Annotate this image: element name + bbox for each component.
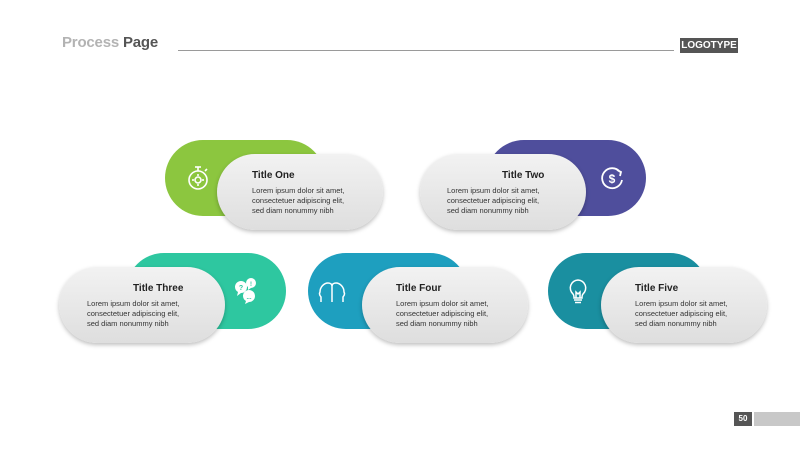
card-five-body-line: consectetuer adipiscing elit, [635, 309, 728, 318]
card-five-body-line: Lorem ipsum dolor sit amet, [635, 299, 728, 308]
card-five-body-line: sed diam nonummy nibh [635, 319, 717, 328]
card-five-title: Title Five [635, 283, 679, 294]
dollar-cycle-icon: $ [601, 167, 623, 190]
card-four-title: Title Four [396, 283, 442, 294]
card-one-body-line: Lorem ipsum dolor sit amet, [252, 186, 345, 195]
card-one-body-line: sed diam nonummy nibh [252, 206, 334, 215]
card-two-title: Title Two [502, 170, 545, 181]
card-three-body-line: sed diam nonummy nibh [87, 319, 169, 328]
card-three-title: Title Three [133, 283, 184, 294]
page-title: Process Page [62, 34, 158, 51]
card-two [420, 154, 586, 230]
card-three-body: Lorem ipsum dolor sit amet, consectetuer… [87, 299, 207, 329]
card-one [217, 154, 383, 230]
lightbulb-icon [569, 279, 587, 304]
card-three-body-line: Lorem ipsum dolor sit amet, [87, 299, 180, 308]
card-four-body-line: sed diam nonummy nibh [396, 319, 478, 328]
card-two-body-line: sed diam nonummy nibh [447, 206, 529, 215]
card-three-body-line: consectetuer adipiscing elit, [87, 309, 180, 318]
logo: LOGOTYPE [680, 38, 738, 53]
svg-text:!: ! [250, 282, 252, 288]
card-five [601, 267, 767, 343]
two-heads-icon [318, 282, 346, 302]
card-four-body-line: Lorem ipsum dolor sit amet, [396, 299, 489, 308]
stopwatch-gear-icon [188, 166, 208, 190]
speech-bubbles-icon: ? ! ... [235, 278, 256, 304]
card-two-body: Lorem ipsum dolor sit amet, consectetuer… [447, 186, 567, 216]
page-title-prefix: Process [62, 34, 119, 51]
svg-text:?: ? [239, 285, 243, 292]
card-two-body-line: Lorem ipsum dolor sit amet, [447, 186, 540, 195]
page-number-bar [754, 412, 800, 426]
svg-text:$: $ [609, 172, 616, 186]
card-four [362, 267, 528, 343]
page-title-accent: Page [122, 34, 159, 51]
svg-text:...: ... [246, 295, 251, 301]
card-five-body: Lorem ipsum dolor sit amet, consectetuer… [635, 299, 755, 329]
page-number: 50 [734, 412, 752, 426]
header-divider [178, 50, 674, 51]
card-four-body: Lorem ipsum dolor sit amet, consectetuer… [396, 299, 516, 329]
card-one-title: Title One [252, 170, 295, 181]
card-three [59, 267, 225, 343]
card-one-body-line: consectetuer adipiscing elit, [252, 196, 345, 205]
card-two-body-line: consectetuer adipiscing elit, [447, 196, 540, 205]
card-one-body: Lorem ipsum dolor sit amet, consectetuer… [252, 186, 372, 216]
card-four-body-line: consectetuer adipiscing elit, [396, 309, 489, 318]
